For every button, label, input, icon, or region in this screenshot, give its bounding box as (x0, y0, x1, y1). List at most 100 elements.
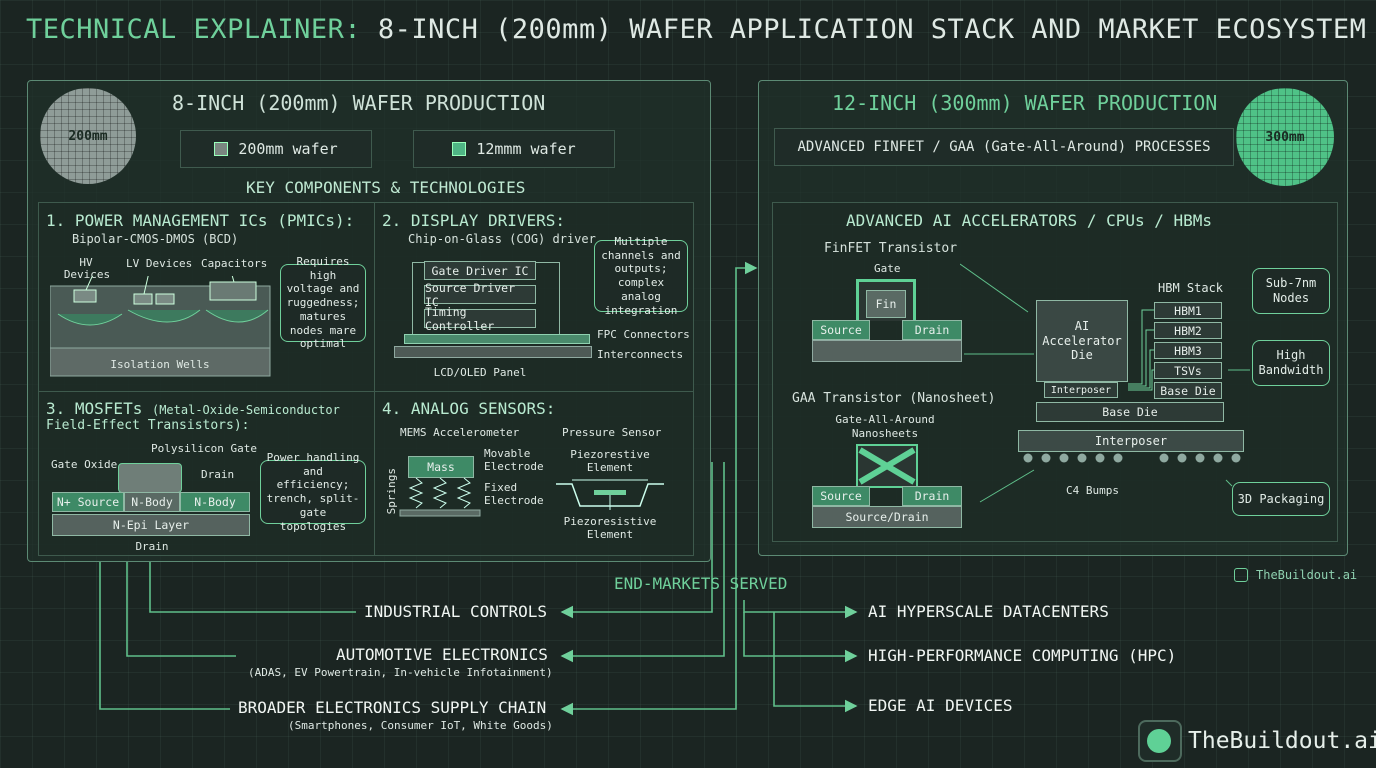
grid-divider-v (374, 202, 375, 556)
brand-big: TheBuildout.ai (1188, 728, 1376, 754)
hbm2: HBM2 (1154, 322, 1222, 339)
market-broader: BROADER ELECTRONICS SUPPLY CHAIN (238, 698, 547, 717)
mosfet-title: 3. MOSFETs (Metal-Oxide-Semiconductor (46, 399, 340, 418)
c4-bumps-diagram (1023, 453, 1241, 463)
right-panel-title: 12-INCH (300mm) WAFER PRODUCTION (832, 91, 1218, 115)
base-die: Base Die (1036, 402, 1224, 422)
finfet-source: Source (812, 320, 870, 340)
gaa-sub1: Gate-All-Around (835, 413, 935, 426)
ai-title: ADVANCED AI ACCELERATORS / CPUs / HBMs (846, 211, 1213, 230)
legend-swatch-grey (214, 142, 229, 156)
poly-gate-label: Polysilicon Gate (151, 442, 257, 455)
c4-bumps-label: C4 Bumps (1066, 484, 1119, 497)
legend-200mm: 200mm wafer (180, 130, 372, 168)
source-driver-ic: Source Driver IC (424, 281, 536, 309)
market-ai-datacenters: AI HYPERSCALE DATACENTERS (868, 602, 1109, 621)
section-title: KEY COMPONENTS & TECHNOLOGIES (246, 178, 526, 197)
finfet-gate-label: Gate (874, 262, 901, 275)
electrode2-label: Electrode (484, 494, 544, 507)
finfet-fin: Fin (866, 290, 906, 318)
timing-controller: Timing Controller (424, 305, 536, 333)
springs-label: Springs (385, 468, 398, 515)
interposer: Interposer (1018, 430, 1244, 452)
drain-bottom-label: Drain (135, 540, 169, 553)
pmic-note: Requires high voltage and ruggedness; ma… (280, 255, 366, 350)
caps-label: Capacitors (201, 257, 268, 270)
gaa-drain: Drain (902, 486, 962, 506)
brand-logo-dot-icon (1147, 729, 1171, 753)
piezo-top-label: Piezorestive (570, 448, 650, 461)
pressure-sensor-diagram (556, 479, 664, 510)
fpc-strip (404, 334, 590, 344)
hbm3: HBM3 (1154, 342, 1222, 359)
finfet-drain: Drain (902, 320, 962, 340)
pmic-sub: Bipolar-CMOS-DMOS (BCD) (72, 232, 239, 246)
lv-label: LV Devices (126, 257, 193, 270)
fixed-label: Fixed (484, 481, 518, 494)
grid-divider-h (38, 391, 694, 392)
interposer-small: Interposer (1044, 382, 1118, 398)
market-hpc: HIGH-PERFORMANCE COMPUTING (HPC) (868, 646, 1177, 665)
legend-12mm: 12mmm wafer (413, 130, 615, 168)
gate-oxide-label: Gate Oxide (51, 458, 118, 471)
poly-gate (118, 463, 182, 493)
wafer-200mm-icon: 200mm (40, 88, 136, 184)
market-automotive: AUTOMOTIVE ELECTRONICS (336, 645, 548, 664)
hbm-wires (1128, 309, 1154, 391)
n-body-2: N-Body (180, 492, 250, 512)
gaa-nanosheets-diagram (856, 444, 918, 488)
bcd-crosssection-diagram (50, 276, 271, 377)
sensors-title: 4. ANALOG SENSORS: (382, 399, 556, 418)
interconnects-label: Interconnects (597, 348, 684, 361)
devices-label: Devices (63, 268, 111, 281)
panel-glass (394, 346, 592, 358)
market-edge-ai: EDGE AI DEVICES (868, 696, 1013, 715)
isolation-wells-label: Isolation Wells (110, 358, 210, 371)
lcd-panel-label: LCD/OLED Panel (433, 366, 527, 379)
display-sub: Chip-on-Glass (COG) driver (408, 232, 596, 246)
fpc-label: FPC Connectors (597, 328, 690, 341)
pressure-label: Pressure Sensor (562, 426, 662, 439)
callout-lines (960, 263, 1250, 503)
3d-packaging-note: 3D Packaging (1232, 482, 1330, 516)
brand-small: TheBuildout.ai (1256, 568, 1358, 582)
advanced-process-label: ADVANCED FINFET / GAA (Gate-All-Around) … (774, 128, 1234, 166)
finfet-label: FinFET Transistor (824, 241, 958, 256)
display-note: Multiple channels and outputs; complex a… (594, 235, 688, 317)
mems-mass: Mass (408, 456, 474, 478)
piezo-bottom-label: Piezoresistive (563, 515, 657, 528)
mems-label: MEMS Accelerometer (400, 426, 520, 439)
hbm-base-die: Base Die (1154, 382, 1222, 399)
wafer-300mm-icon: 300mm (1236, 88, 1334, 186)
display-title: 2. DISPLAY DRIVERS: (382, 211, 566, 230)
gate-driver-ic: Gate Driver IC (424, 261, 536, 280)
tsvs: TSVs (1154, 362, 1222, 379)
legend-swatch-green (452, 142, 467, 156)
gaa-source-drain: Source/Drain (812, 506, 962, 528)
market-broader-sub: (Smartphones, Consumer IoT, White Goods) (288, 719, 553, 732)
gaa-source: Source (812, 486, 870, 506)
hbm1: HBM1 (1154, 302, 1222, 319)
gaa-label: GAA Transistor (Nanosheet) (792, 391, 996, 406)
market-automotive-sub: (ADAS, EV Powertrain, In-vehicle Infotai… (248, 666, 553, 679)
brand-small-icon (1234, 568, 1248, 582)
page-title: TECHNICAL EXPLAINER: 8-INCH (200mm) WAFE… (26, 14, 1367, 45)
n-source: N+ Source (52, 492, 124, 512)
pmic-title: 1. POWER MANAGEMENT ICs (PMICs): (46, 211, 355, 230)
springs-diagram (399, 477, 481, 517)
ai-accelerator-die: AI Accelerator Die (1036, 300, 1128, 382)
drain-label: Drain (201, 468, 235, 481)
market-industrial: INDUSTRIAL CONTROLS (364, 602, 548, 621)
mosfet-note: Power handling and efficiency; trench, s… (260, 451, 366, 533)
mosfet-title-2: Field-Effect Transistors): (46, 418, 250, 433)
left-panel-title: 8-INCH (200mm) WAFER PRODUCTION (172, 91, 546, 115)
movable-label: Movable (484, 447, 531, 460)
finfet-substrate (812, 340, 962, 362)
n-body-1: N-Body (124, 492, 180, 512)
n-epi-layer: N-Epi Layer (52, 514, 250, 536)
markets-title: END-MARKETS SERVED (614, 574, 788, 593)
electrode-label: Electrode (484, 460, 544, 473)
